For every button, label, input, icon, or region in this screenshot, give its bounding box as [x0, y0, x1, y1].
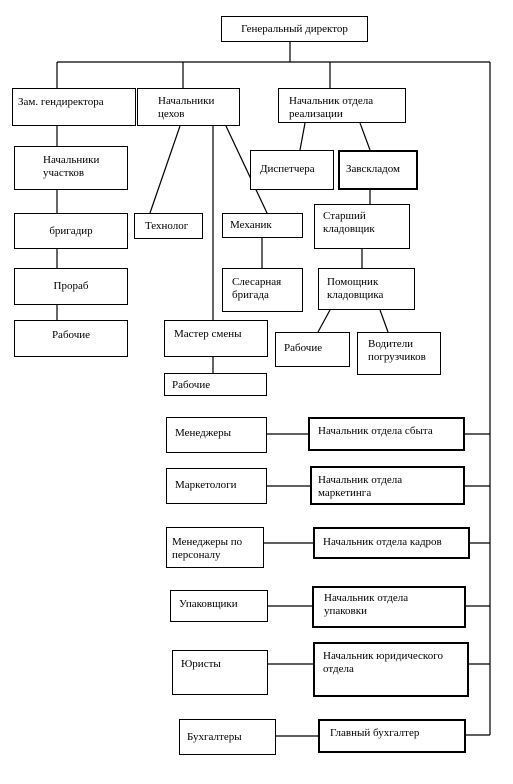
- node-prorab: Прораб: [14, 268, 128, 305]
- node-legal-head: Начальник юридического отдела: [313, 642, 469, 697]
- node-workers-2: Рабочие: [275, 332, 350, 367]
- node-packers: Упаковщики: [170, 590, 268, 622]
- node-sales-dept-head: Начальник отдела сбыта: [308, 417, 465, 451]
- node-sales-head: Начальник отдела реализации: [278, 88, 406, 123]
- node-hr-head: Начальник отдела кадров: [313, 527, 470, 559]
- node-packing-head: Начальник отдела упаковки: [312, 586, 466, 628]
- node-lawyers: Юристы: [172, 650, 268, 695]
- node-senior-storekeeper: Старший кладовщик: [314, 204, 410, 249]
- node-section-heads: Начальники участков: [14, 146, 128, 190]
- node-foreman: бригадир: [14, 213, 128, 249]
- node-dispatcher: Диспетчера: [250, 150, 334, 190]
- node-managers: Менеджеры: [166, 417, 267, 453]
- node-shift-master: Мастер смены: [164, 320, 268, 357]
- node-deputy: Зам. гендиректора: [12, 88, 136, 126]
- node-workers-3: Рабочие: [164, 373, 267, 396]
- node-workers-1: Рабочие: [14, 320, 128, 357]
- node-shop-heads: Начальники цехов: [137, 88, 240, 126]
- node-accountants: Бухгалтеры: [179, 719, 276, 755]
- node-fitter-team: Слесарная бригада: [222, 268, 303, 312]
- node-chief-accountant: Главный бухгалтер: [318, 719, 466, 753]
- node-technologist: Технолог: [134, 213, 203, 239]
- node-forklift-drivers: Водители погрузчиков: [357, 332, 441, 375]
- node-marketers: Маркетологи: [166, 468, 267, 504]
- node-warehouse-head: Завскладом: [338, 150, 418, 190]
- node-marketing-head: Начальник отдела маркетинга: [310, 466, 465, 505]
- node-hr-managers: Менеджеры по персоналу: [166, 527, 264, 568]
- node-asst-storekeeper: Помощник кладовщика: [318, 268, 415, 310]
- node-ceo: Генеральный директор: [221, 16, 368, 42]
- node-mechanic: Механик: [222, 213, 303, 238]
